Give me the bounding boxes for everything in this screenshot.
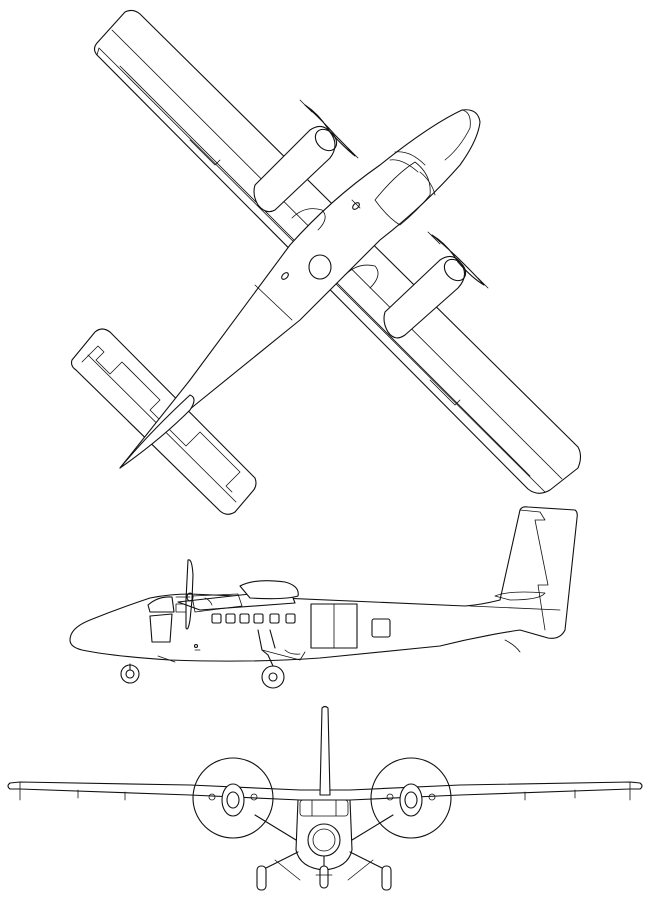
front-view-fin: [319, 705, 331, 796]
front-view: [7, 705, 643, 891]
side-view-wing-engine: [175, 559, 299, 630]
top-view-right-nacelle: [383, 231, 489, 339]
top-view-fin: [119, 394, 195, 469]
side-view-fuselage: [69, 506, 578, 662]
top-view: [70, 9, 582, 515]
top-view-left-nacelle: [253, 99, 359, 213]
side-view-door: [310, 603, 358, 649]
top-view-fuselage: [119, 109, 481, 469]
side-view-cabin-windows: [211, 613, 391, 638]
side-view-landing-gear: [120, 629, 306, 689]
side-view: [69, 506, 578, 689]
front-view-landing-gear: [254, 814, 394, 891]
front-view-fuselage: [295, 799, 353, 871]
top-view-main-wing: [93, 9, 582, 494]
front-view-propeller-discs: [192, 757, 452, 839]
front-view-nacelles: [208, 783, 436, 817]
